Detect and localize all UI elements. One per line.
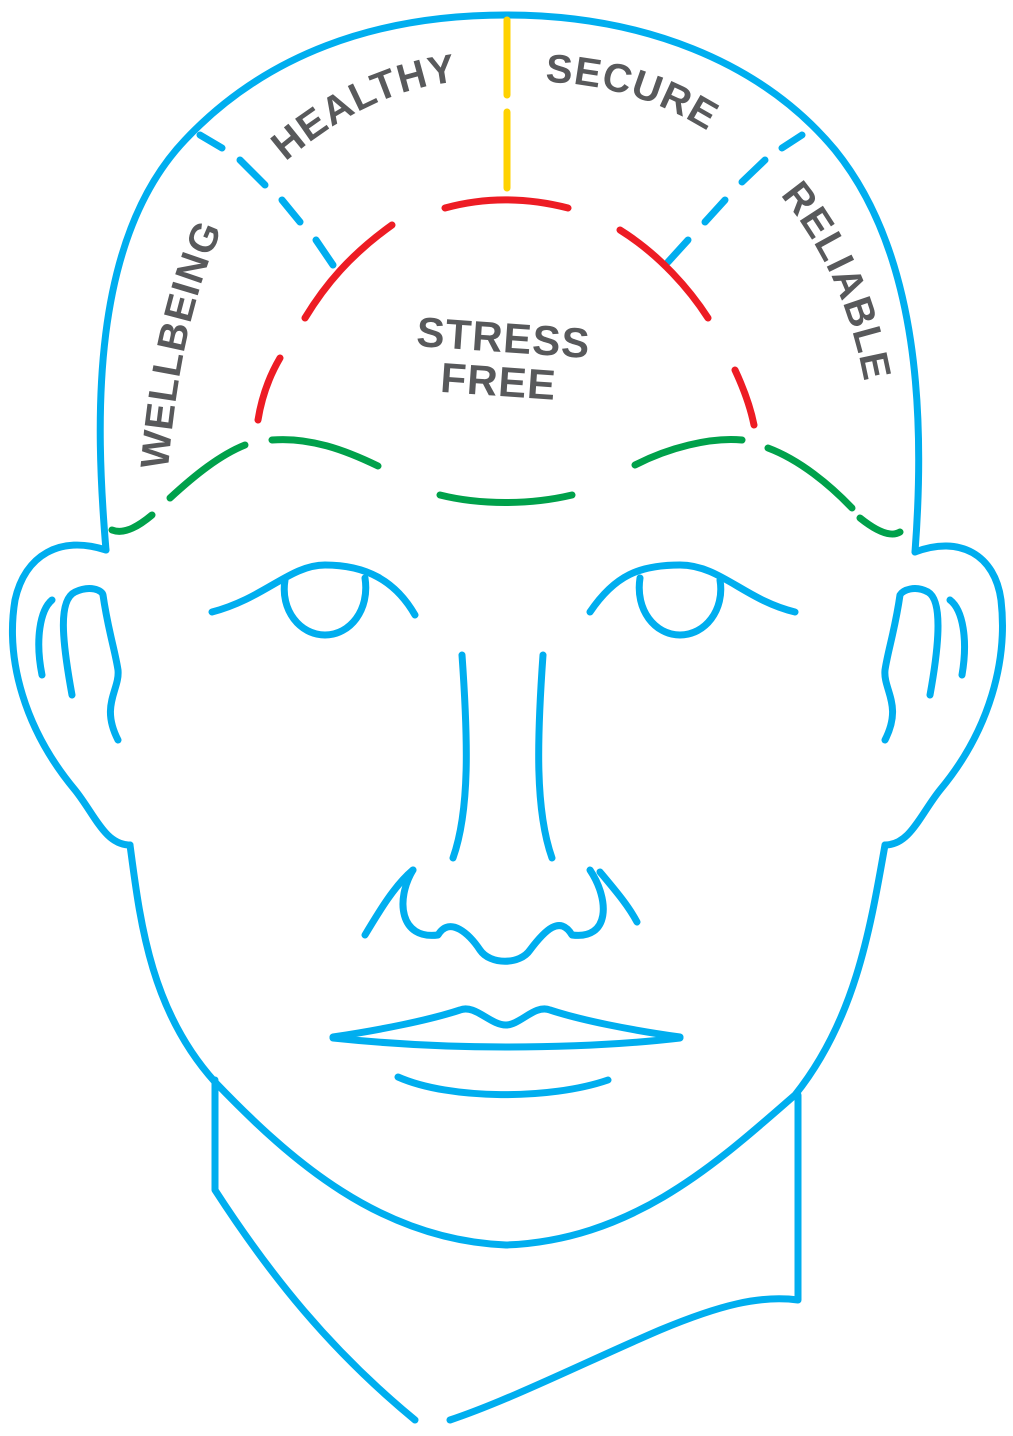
label-healthy: HEALTHY <box>263 46 458 168</box>
head-outline <box>13 15 1003 1420</box>
label-reliable-path: RELIABLE <box>773 174 899 385</box>
lower-lip <box>398 1077 608 1095</box>
label-healthy-path: HEALTHY <box>263 46 458 168</box>
left-ear-fold <box>39 600 52 675</box>
nose-bridge-left <box>453 655 466 858</box>
label-secure: SECURE <box>544 47 725 139</box>
brow-line <box>112 440 900 535</box>
right-eye <box>639 578 721 635</box>
left-eye <box>284 578 366 635</box>
nose-bridge-right <box>539 655 552 858</box>
upper-lip <box>333 1009 680 1037</box>
nose-tip <box>403 870 603 961</box>
right-ear-inner <box>885 589 938 740</box>
left-ear-inner <box>63 589 118 740</box>
label-wellbeing-path: WELLBEING <box>133 214 231 470</box>
right-eyelid <box>590 565 795 612</box>
left-eyelid <box>212 565 415 615</box>
label-stress-free-line2: FREE <box>439 354 558 409</box>
label-secure-path: SECURE <box>544 47 725 139</box>
neck-left <box>215 1080 415 1420</box>
neck-right <box>450 1095 798 1420</box>
label-stress-free: STRESS FREE <box>412 308 592 411</box>
label-reliable: RELIABLE <box>773 174 899 385</box>
right-ear-fold <box>950 600 965 675</box>
mouth-line <box>333 1038 680 1047</box>
label-wellbeing: WELLBEING <box>133 214 231 470</box>
